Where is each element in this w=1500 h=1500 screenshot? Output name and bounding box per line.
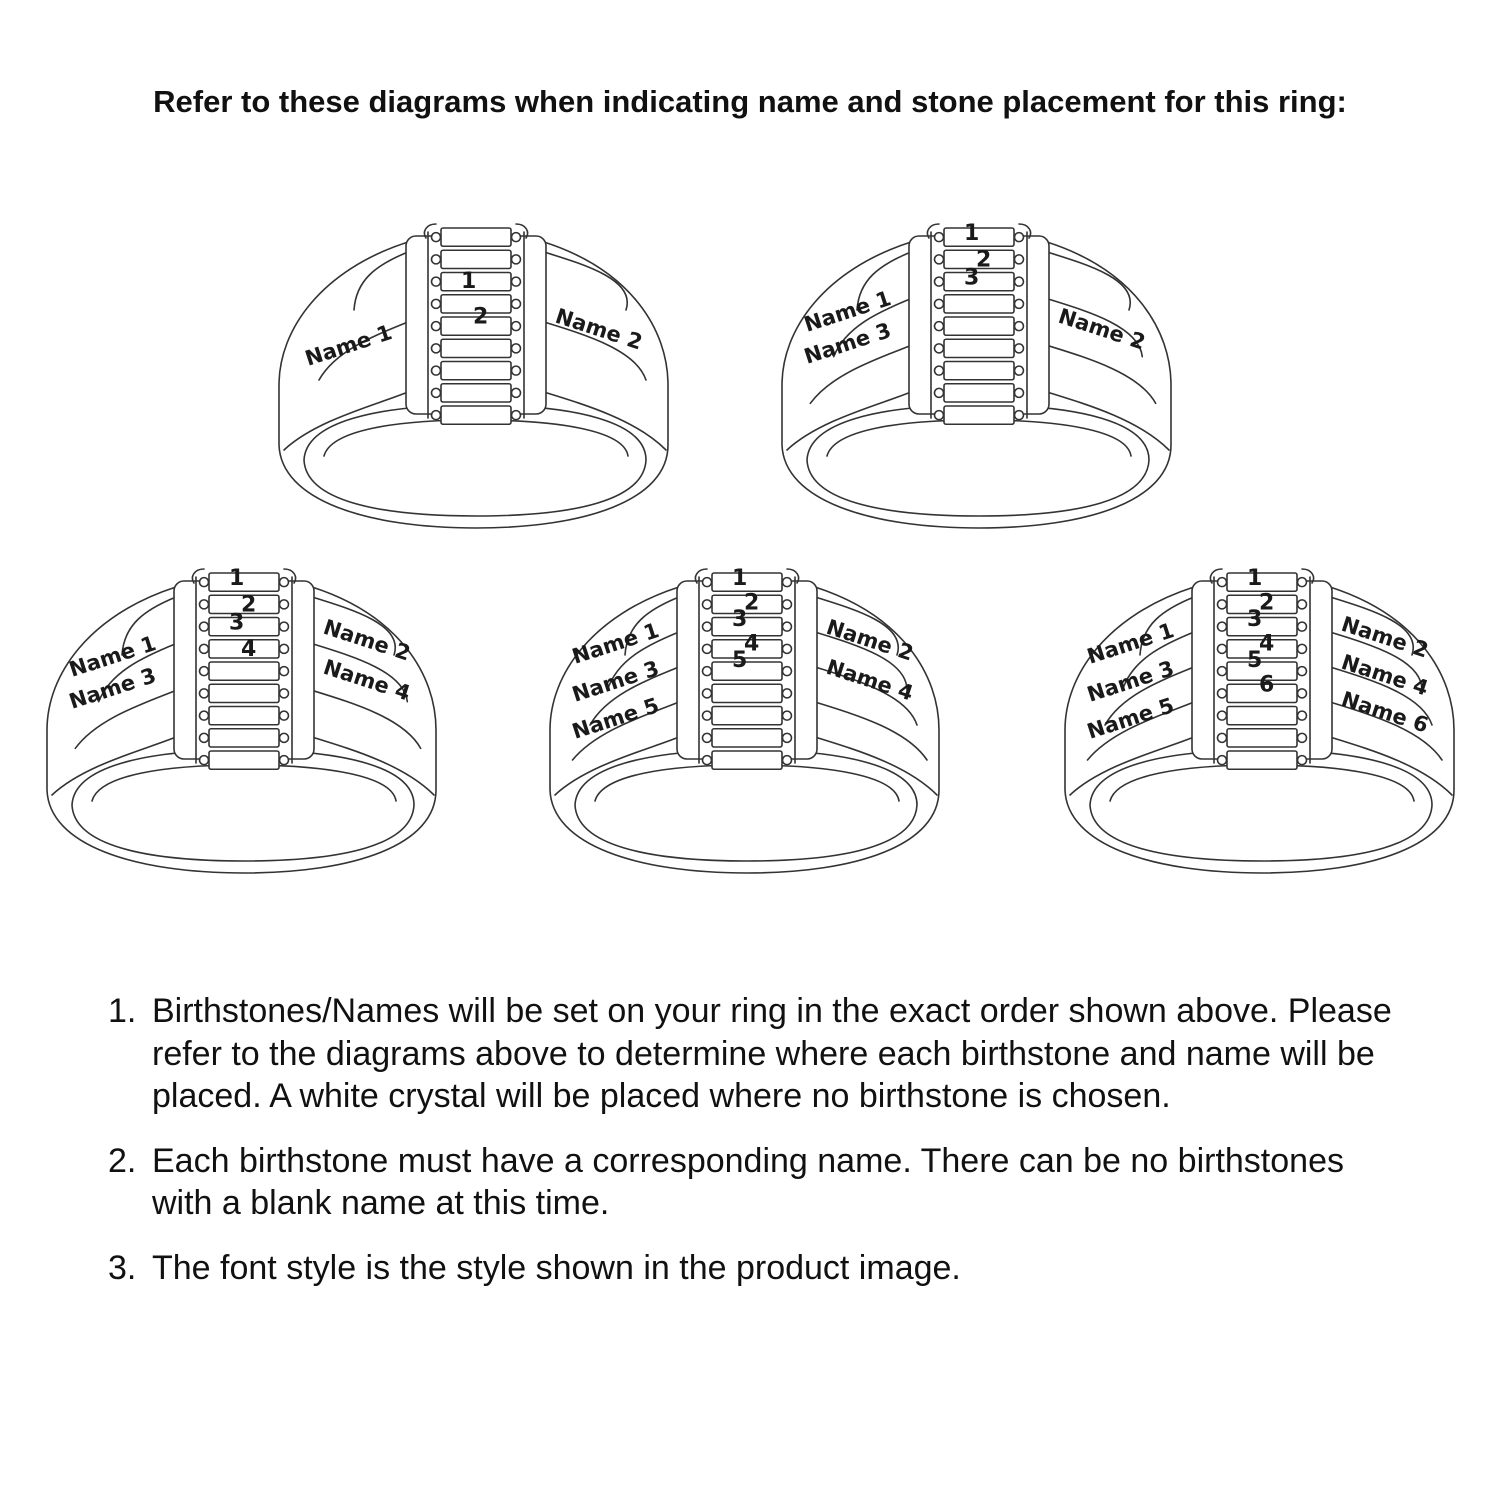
instruction-text: Each birthstone must have a correspondin…: [152, 1141, 1344, 1223]
ring-outline: [46, 568, 437, 874]
name-label-left: Name 1: [302, 320, 395, 371]
stone-number: 1: [1247, 566, 1262, 591]
stone-numbers: 12: [461, 269, 488, 330]
instruction-item: 2. Each birthstone must have a correspon…: [108, 1140, 1408, 1225]
ring-outline: [1064, 568, 1455, 874]
stone-number: 4: [1259, 631, 1274, 656]
instruction-item: 1. Birthstones/Names will be set on your…: [108, 990, 1408, 1118]
ring-outline: [549, 568, 940, 874]
instruction-number: 1.: [108, 992, 137, 1030]
ring-outline: [278, 223, 669, 529]
stone-number: 5: [732, 648, 747, 673]
stone-number: 5: [1247, 648, 1262, 673]
name-label-right: Name 2: [1055, 304, 1148, 355]
page-heading: Refer to these diagrams when indicating …: [153, 84, 1347, 119]
stone-number: 2: [1259, 590, 1274, 615]
stone-number: 3: [1247, 607, 1262, 632]
stone-number: 2: [473, 305, 488, 330]
name-label-right: Name 2: [552, 304, 645, 355]
stone-number: 3: [732, 607, 747, 632]
instruction-number: 2.: [108, 1141, 137, 1180]
stone-number: 6: [1259, 672, 1274, 697]
instruction-text: The font style is the style shown in the…: [152, 1248, 961, 1287]
stone-numbers: 123: [964, 221, 991, 291]
stone-number: 2: [744, 590, 759, 615]
instruction-item: 3. The font style is the style shown in …: [108, 1247, 1408, 1290]
stone-number: 3: [964, 266, 979, 291]
instruction-number: 3.: [108, 1248, 137, 1287]
stone-number: 1: [229, 566, 244, 591]
stone-number: 1: [732, 566, 747, 591]
stone-number: 3: [229, 611, 244, 636]
stone-number: 4: [744, 631, 759, 656]
instructions-list: 1. Birthstones/Names will be set on your…: [108, 990, 1408, 1311]
instruction-text: Birthstones/Names will be set on your ri…: [152, 992, 1392, 1115]
stone-number: 2: [241, 592, 256, 617]
stone-number: 2: [976, 247, 991, 272]
stone-number: 1: [461, 269, 476, 294]
stone-number: 1: [964, 221, 979, 246]
stone-number: 4: [241, 637, 256, 662]
ring-outline: [781, 223, 1172, 529]
